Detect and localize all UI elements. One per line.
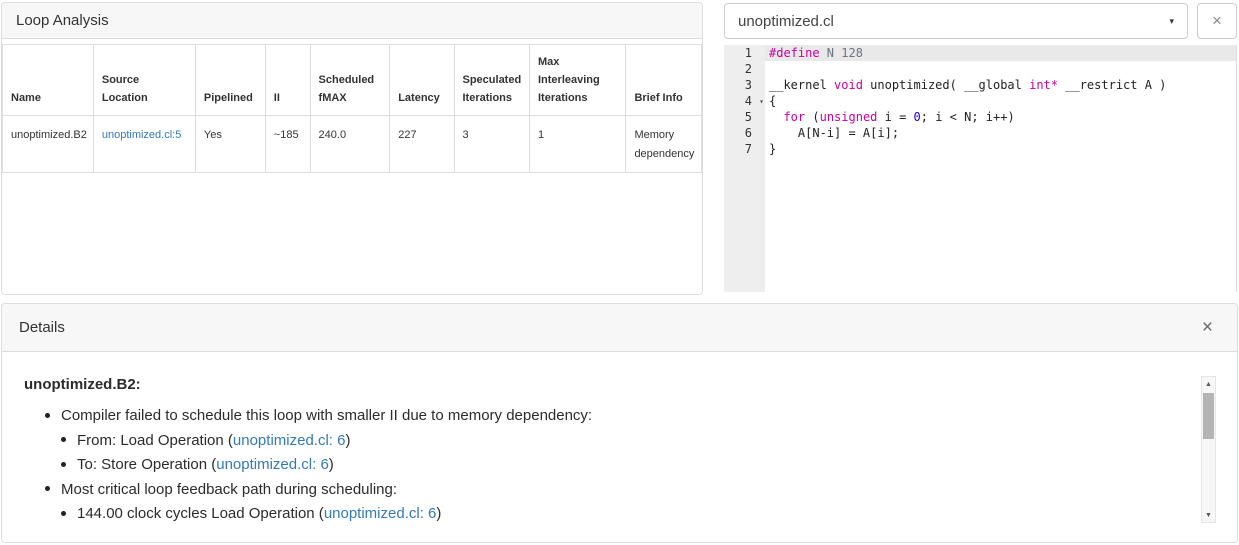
code-token: unoptimized( __global: [862, 78, 1030, 92]
code-token: }: [769, 142, 777, 156]
code-token: ; i < N; i++): [920, 110, 1015, 124]
code-token: i =: [877, 110, 914, 124]
bullet-icon: [61, 510, 66, 516]
cell-scheduled-fmax: 240.0: [309, 115, 391, 173]
col-header-name: Name: [2, 43, 94, 117]
code-lines: #define N 128 __kernel void unoptimized(…: [765, 45, 1236, 292]
gutter-line-number: 5: [744, 110, 752, 124]
cell-name: unoptimized.B2: [2, 115, 94, 173]
col-header-latency: Latency: [389, 43, 455, 117]
gutter-line-number: 7: [744, 142, 752, 156]
details-list-item: 144.00 clock cycles Load Operation (unop…: [24, 502, 1177, 527]
code-line[interactable]: }: [765, 141, 1236, 157]
details-header: Details ×: [2, 304, 1237, 352]
code-line[interactable]: for (unsigned i = 0; i < N; i++): [765, 109, 1236, 125]
bullet-icon: [61, 437, 66, 443]
source-link[interactable]: unoptimized.cl: 6: [232, 431, 346, 449]
loop-analysis-title: Loop Analysis: [16, 12, 109, 29]
code-token: #define: [769, 46, 820, 60]
code-viewer-pane: unoptimized.cl ▾ × 1 2 3 4▾ 5 6 7 #define N 12…: [724, 3, 1237, 292]
code-token: unsigned: [819, 110, 878, 124]
cell-brief-info: Memory dependency: [625, 115, 702, 173]
cell-latency: 227: [389, 115, 455, 173]
code-line[interactable]: #define N 128: [765, 45, 1236, 61]
details-list-item: Compiler failed to schedule this loop wi…: [24, 404, 1177, 429]
code-token: N 128: [819, 46, 863, 60]
gutter-line-number: 4▾: [744, 94, 764, 108]
col-header-speculated-iterations: Speculated Iterations: [453, 43, 530, 117]
code-token: {: [769, 94, 777, 108]
code-gutter: 1 2 3 4▾ 5 6 7: [724, 45, 765, 292]
code-token: int*: [1029, 78, 1059, 92]
col-header-source-location: Source Location: [92, 43, 196, 117]
code-token: (: [805, 110, 820, 124]
details-heading: unoptimized.B2:: [24, 376, 141, 393]
details-text: 144.00 clock cycles Load Operation (: [77, 505, 324, 522]
bullet-icon: [61, 461, 66, 467]
details-text: To: Store Operation (: [77, 456, 217, 473]
code-token: for: [783, 110, 806, 124]
details-text: Compiler failed to schedule this loop wi…: [61, 407, 593, 424]
code-token: void: [834, 78, 863, 92]
code-token: A[N-i] = A[i];: [769, 126, 900, 140]
loop-analysis-header: Loop Analysis: [2, 3, 702, 39]
file-select-value: unoptimized.cl: [738, 12, 834, 30]
table-row[interactable]: unoptimized.B2 unoptimized.cl:5 Yes ~185…: [2, 115, 702, 173]
cell-max-interleaving-iterations: 1: [528, 115, 627, 173]
code-token: __restrict A ): [1058, 78, 1167, 92]
details-text: ): [345, 431, 351, 449]
cell-speculated-iterations: 3: [453, 115, 530, 173]
close-icon: ×: [1212, 11, 1222, 30]
details-text: ): [328, 456, 334, 473]
code-line[interactable]: [765, 61, 1236, 77]
code-pane-close-button[interactable]: ×: [1197, 3, 1237, 39]
col-header-brief-info: Brief Info: [625, 43, 702, 117]
code-toolbar: unoptimized.cl ▾ ×: [724, 3, 1237, 39]
code-fold-icon[interactable]: ▾: [759, 97, 764, 106]
bullet-icon: [45, 412, 50, 418]
details-list-item: To: Store Operation (unoptimized.cl: 6): [24, 453, 1177, 478]
chevron-down-icon: ▾: [1169, 15, 1174, 26]
gutter-line-number: 6: [744, 126, 752, 140]
gutter-line-number: 2: [744, 62, 752, 76]
gutter-line-number: 3: [744, 78, 752, 92]
code-token: __kernel: [769, 78, 835, 92]
col-header-pipelined: Pipelined: [194, 43, 266, 117]
details-body: unoptimized.B2: Compiler failed to sched…: [2, 352, 1237, 527]
code-line[interactable]: __kernel void unoptimized( __global int*…: [765, 77, 1236, 93]
details-list-item: Most critical loop feedback path during …: [24, 478, 1177, 503]
details-list-item: From: Load Operation (unoptimized.cl: 6): [24, 429, 1177, 454]
cell-ii: ~185: [264, 115, 311, 173]
source-location-link[interactable]: unoptimized.cl:5: [101, 129, 182, 142]
table-header-row: Name Source Location Pipelined II Schedu…: [2, 43, 702, 117]
gutter-line-number: 1: [744, 46, 752, 60]
loop-analysis-table: Name Source Location Pipelined II Schedu…: [2, 43, 702, 173]
details-text: ): [436, 505, 442, 522]
file-select-dropdown[interactable]: unoptimized.cl ▾: [724, 3, 1188, 39]
code-line[interactable]: {: [765, 93, 1236, 109]
source-link[interactable]: unoptimized.cl: 6: [216, 456, 329, 473]
scroll-up-icon[interactable]: ▲: [1205, 380, 1212, 388]
details-title: Details: [19, 319, 65, 336]
col-header-max-interleaving-iterations: Max Interleaving Iterations: [528, 43, 627, 117]
col-header-ii: II: [264, 43, 311, 117]
code-token: 0: [913, 110, 921, 124]
details-list: Compiler failed to schedule this loop wi…: [24, 404, 1177, 527]
code-token: [769, 110, 783, 124]
details-close-icon[interactable]: ×: [1201, 317, 1213, 338]
details-text: Most critical loop feedback path during …: [61, 480, 398, 498]
loop-analysis-panel: Loop Analysis Name Source Location Pipel…: [1, 2, 703, 295]
details-text: From: Load Operation (: [77, 431, 233, 449]
bullet-icon: [45, 486, 50, 492]
scroll-down-icon[interactable]: ▼: [1205, 511, 1212, 519]
cell-source-location: unoptimized.cl:5: [92, 115, 196, 173]
code-editor[interactable]: 1 2 3 4▾ 5 6 7 #define N 128 __kernel void uno…: [724, 45, 1237, 292]
source-link[interactable]: unoptimized.cl: 6: [323, 505, 437, 522]
scrollbar-thumb[interactable]: [1203, 393, 1214, 439]
details-scrollbar[interactable]: ▲ ▼: [1201, 376, 1216, 523]
col-header-scheduled-fmax: Scheduled fMAX: [309, 43, 391, 117]
details-panel: Details × unoptimized.B2: Compiler faile…: [1, 303, 1238, 543]
cell-pipelined: Yes: [194, 115, 266, 173]
code-line[interactable]: A[N-i] = A[i];: [765, 125, 1236, 141]
